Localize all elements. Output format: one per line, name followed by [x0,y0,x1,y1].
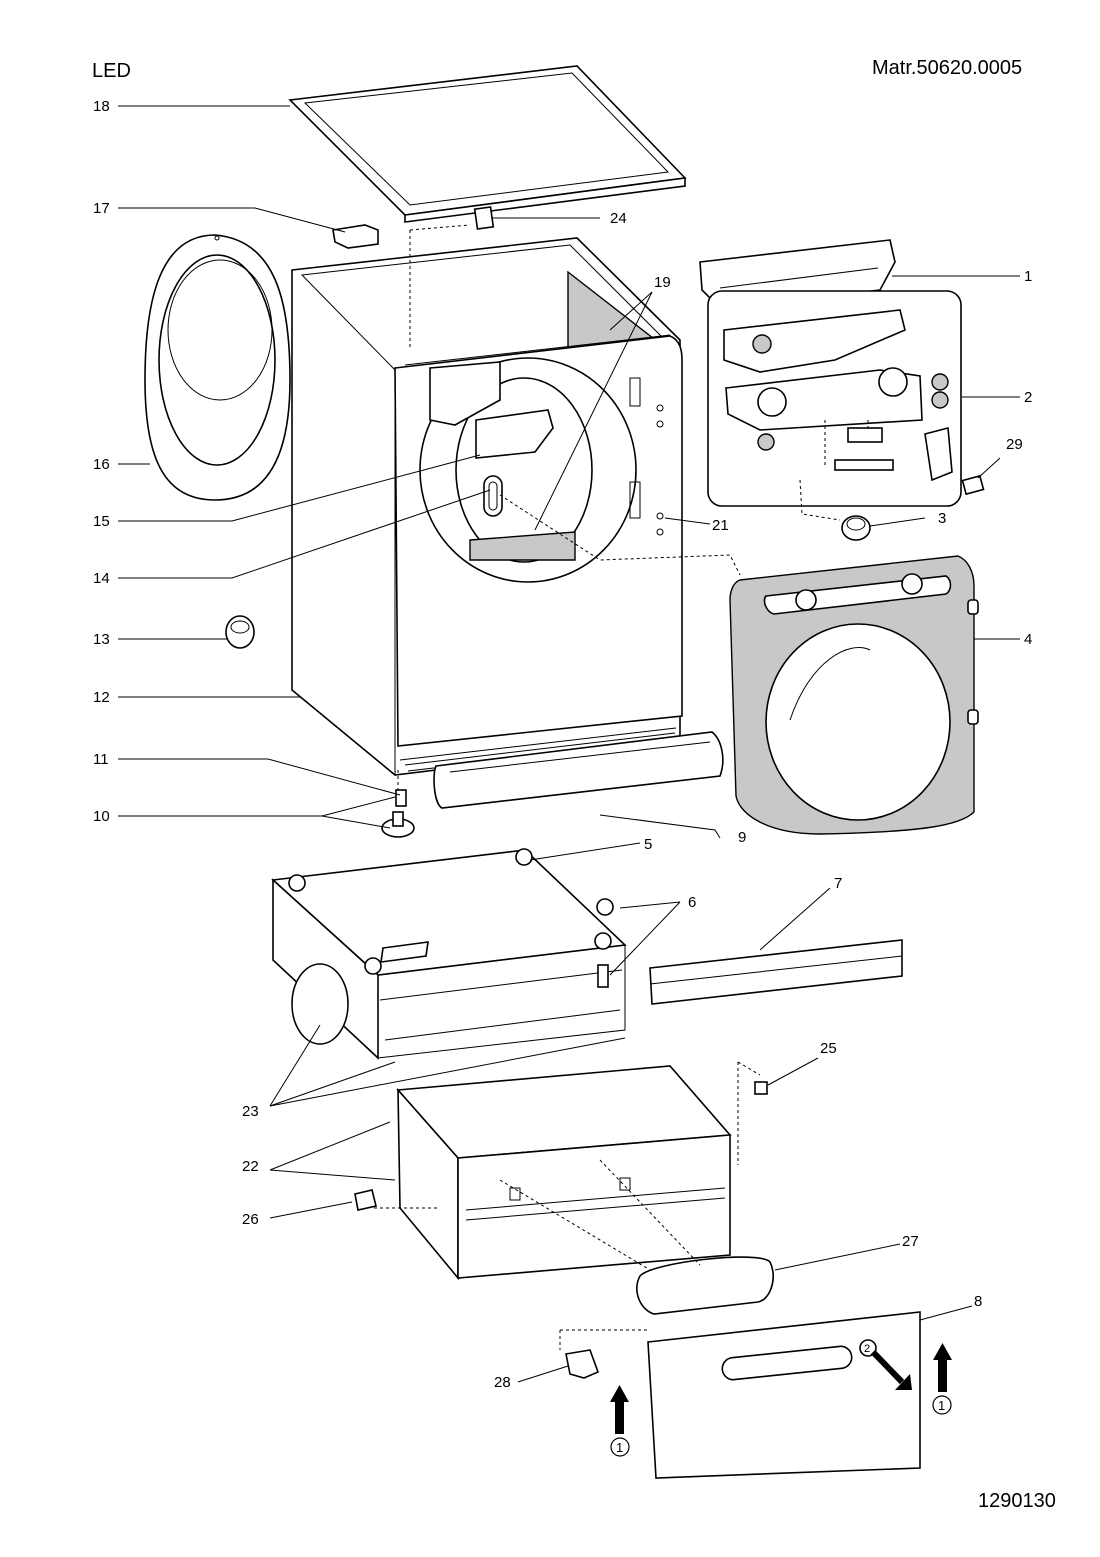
callout-27: 27 [902,1233,919,1250]
part-28-clip [565,1349,600,1379]
arrow-marker-label: 1 [616,1440,623,1455]
callout-labels: 18 17 24 1 19 2 29 16 3 15 21 14 13 4 12… [93,98,1032,1391]
part-29-connector [961,474,985,496]
part-2-control-assembly [707,290,962,507]
part-8-drawer-front [647,1311,921,1479]
part-14-handle [483,475,503,517]
assembly-dashed-lines [374,224,869,1350]
part-18-top-cover [288,65,687,223]
diagram-title: LED [92,60,131,82]
callout-29: 29 [1006,436,1023,453]
callout-10: 10 [93,808,110,825]
part-13-foot [225,615,255,649]
drawing-number: 1290130 [978,1490,1056,1512]
arrow-marker-label: 2 [864,1343,870,1355]
removal-arrows: 1 1 2 [610,1343,952,1457]
callout-2: 2 [1024,389,1032,406]
callout-4: 4 [1024,631,1032,648]
callout-24: 24 [610,210,627,227]
part-24-clip [473,206,495,230]
callout-21: 21 [712,517,729,534]
callout-22: 22 [242,1158,259,1175]
part-5-6-pedestal-frame [271,848,627,1060]
callout-12: 12 [93,689,110,706]
callout-8: 8 [974,1293,982,1310]
arrow-up-right: 1 [932,1343,952,1415]
part-22-drawer [396,1065,732,1281]
arrow-up-left: 1 [610,1385,630,1457]
callout-7: 7 [834,875,842,892]
callout-25: 25 [820,1040,837,1057]
callout-15: 15 [93,513,110,530]
callout-3: 3 [938,510,946,527]
callout-14: 14 [93,570,110,587]
callout-9: 9 [738,829,746,846]
part-9-kickstrip [433,731,724,809]
callout-23: 23 [242,1103,259,1120]
callout-16: 16 [93,456,110,473]
part-16-rear-panel [144,234,291,501]
callout-6: 6 [688,894,696,911]
material-code: Matr.50620.0005 [872,57,1023,79]
callout-11: 11 [93,751,109,768]
callout-19: 19 [654,274,671,291]
part-15-label [475,409,554,459]
part-7-trim-strip [649,939,903,1005]
part-25-clip [754,1081,768,1095]
callout-28: 28 [494,1374,511,1391]
part-27-drawer-handle [636,1256,774,1315]
part-17-bracket [332,224,379,249]
callout-26: 26 [242,1211,259,1228]
part-4-front-panel [729,555,979,835]
arrow-marker-label: 1 [938,1398,945,1413]
arrow-diagonal: 2 [864,1343,912,1390]
callout-5: 5 [644,836,652,853]
callout-18: 18 [93,98,110,115]
callout-17: 17 [93,200,110,217]
leader-lines [118,105,1020,1383]
part-26-drain-plug [354,1189,377,1211]
callout-1: 1 [1024,268,1032,285]
callout-13: 13 [93,631,110,648]
part-3-knob [841,515,871,541]
part-10-11-adjustable-foot [381,789,415,838]
